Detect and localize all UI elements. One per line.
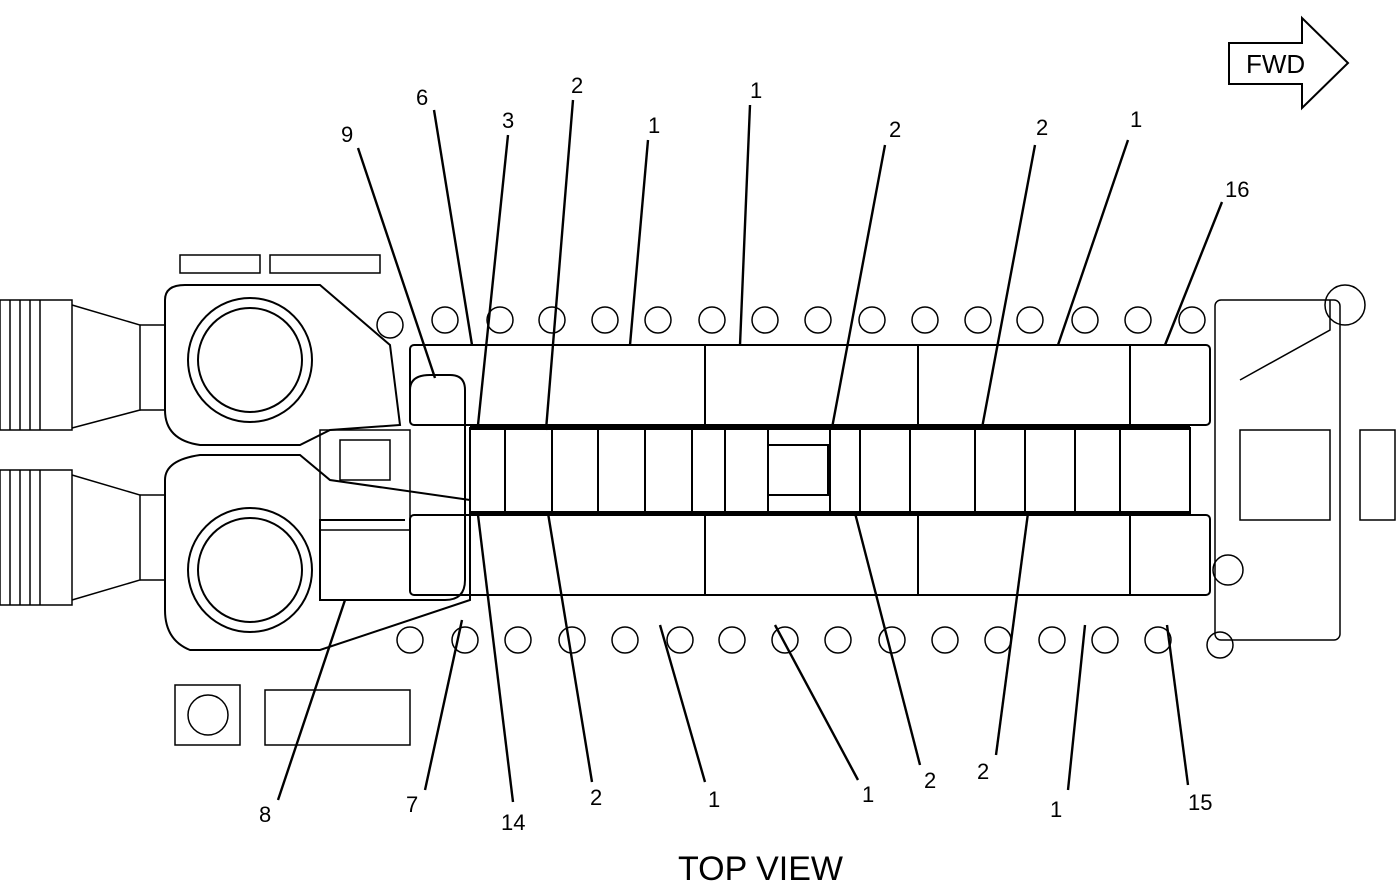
callout-1: 1 xyxy=(750,78,762,103)
fwd-label: FWD xyxy=(1246,49,1305,79)
callout-1: 1 xyxy=(648,113,660,138)
callout-1: 1 xyxy=(862,782,874,807)
cylinder-heads-upper xyxy=(376,306,1206,339)
fwd-arrow-icon xyxy=(1228,15,1350,111)
callout-2: 2 xyxy=(977,759,989,784)
turbocharger-lower xyxy=(164,454,471,651)
callout-3: 3 xyxy=(502,108,514,133)
callout-1: 1 xyxy=(1130,107,1142,132)
callout-leaders xyxy=(276,99,1224,803)
callout-2: 2 xyxy=(571,73,583,98)
left-intake-ducts xyxy=(0,299,166,606)
callout-1: 1 xyxy=(1050,797,1062,822)
callout-15: 15 xyxy=(1188,790,1212,815)
callout-14: 14 xyxy=(501,810,525,835)
callout-8: 8 xyxy=(259,802,271,827)
callout-1: 1 xyxy=(708,787,720,812)
callout-16: 16 xyxy=(1225,177,1249,202)
left-accessories xyxy=(174,254,411,746)
view-title: TOP VIEW xyxy=(678,850,843,886)
cylinder-heads-lower xyxy=(396,626,1234,659)
callout-2: 2 xyxy=(1036,115,1048,140)
callout-2: 2 xyxy=(889,117,901,142)
callout-2: 2 xyxy=(924,768,936,793)
callout-7: 7 xyxy=(406,792,418,817)
callout-6: 6 xyxy=(416,85,428,110)
front-end-assembly xyxy=(1212,284,1396,641)
wiring-harness-u xyxy=(319,374,466,601)
engine-block xyxy=(409,344,1211,596)
callout-9: 9 xyxy=(341,122,353,147)
callout-2: 2 xyxy=(590,785,602,810)
turbocharger-upper xyxy=(164,284,402,446)
